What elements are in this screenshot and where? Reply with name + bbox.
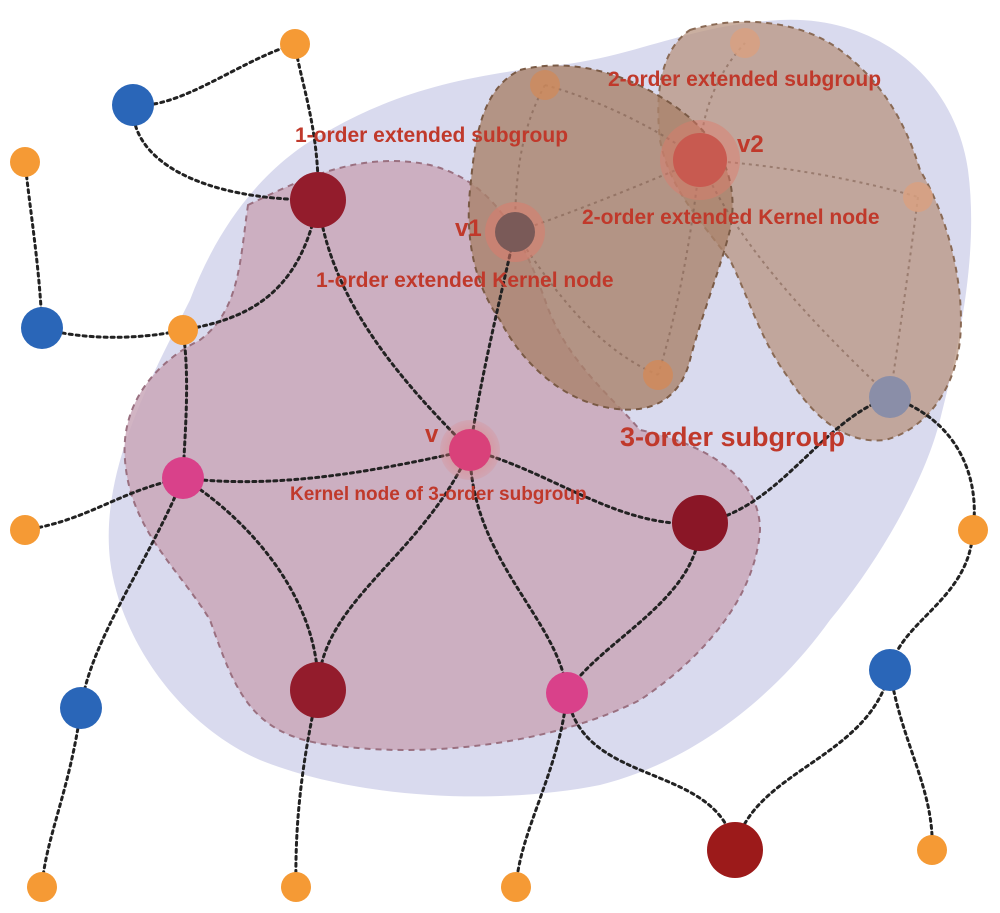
dark-red-node (290, 662, 346, 718)
inner-edge (889, 196, 919, 398)
pink-node (162, 457, 204, 499)
pink-node (546, 672, 588, 714)
second-subgroup-region (657, 20, 962, 442)
v-kernel-node (449, 429, 491, 471)
edge (181, 198, 320, 332)
inner-edge (657, 159, 701, 376)
v1-kernel-node (495, 212, 535, 252)
inner-edge (514, 159, 701, 233)
v2-label: v2 (737, 131, 764, 158)
gray-node (869, 376, 911, 418)
dark-red-node (707, 822, 763, 878)
third-kernel-label: Kernel node of 3-order subgroup (290, 484, 587, 505)
faint-orange-node (530, 70, 560, 100)
edge (565, 691, 737, 852)
dark-red-node (672, 495, 728, 551)
second-kernel-label: 2-order extended Kernel node (582, 206, 880, 229)
edge (79, 476, 185, 710)
edge (131, 42, 297, 107)
orange-node (10, 515, 40, 545)
orange-node (280, 29, 310, 59)
edge (181, 328, 189, 480)
edge (698, 395, 892, 525)
blue-node (21, 307, 63, 349)
first-subgroup-region (467, 64, 734, 411)
edge (23, 160, 44, 330)
orange-node (958, 515, 988, 545)
v1-label: v1 (455, 215, 482, 242)
orange-node (27, 872, 57, 902)
edge (181, 448, 472, 484)
edge (468, 448, 702, 526)
edge (888, 395, 976, 532)
dark-red-node (290, 172, 346, 228)
edge (468, 448, 569, 695)
orange-node (501, 872, 531, 902)
first-kernel-label: 1-order extended Kernel node (316, 269, 614, 292)
blue-node (60, 687, 102, 729)
edge (40, 326, 185, 339)
edge (316, 198, 472, 452)
edge (23, 476, 185, 532)
blue-node (112, 84, 154, 126)
edge (888, 668, 934, 852)
edge (181, 476, 320, 692)
orange-node (168, 315, 198, 345)
third-subgroup-label: 3-order subgroup (620, 422, 845, 452)
faint-orange-node (643, 360, 673, 390)
v2-kernel-node (673, 133, 727, 187)
v-label: v (425, 421, 439, 448)
faint-orange-node (903, 182, 933, 212)
second-subgroup-label: 2-order extended subgroup (608, 68, 881, 91)
inner-edge (699, 159, 891, 398)
orange-node (917, 835, 947, 865)
edge (888, 528, 975, 672)
faint-orange-node (730, 28, 760, 58)
edge (316, 448, 472, 692)
edge (294, 688, 320, 889)
edge (733, 668, 892, 852)
edge (40, 706, 83, 889)
blue-node (869, 649, 911, 691)
inner-edge (699, 159, 919, 198)
orange-node (10, 147, 40, 177)
edge (514, 691, 569, 889)
first-subgroup-label: 1-order extended subgroup (295, 124, 568, 147)
orange-node (281, 872, 311, 902)
